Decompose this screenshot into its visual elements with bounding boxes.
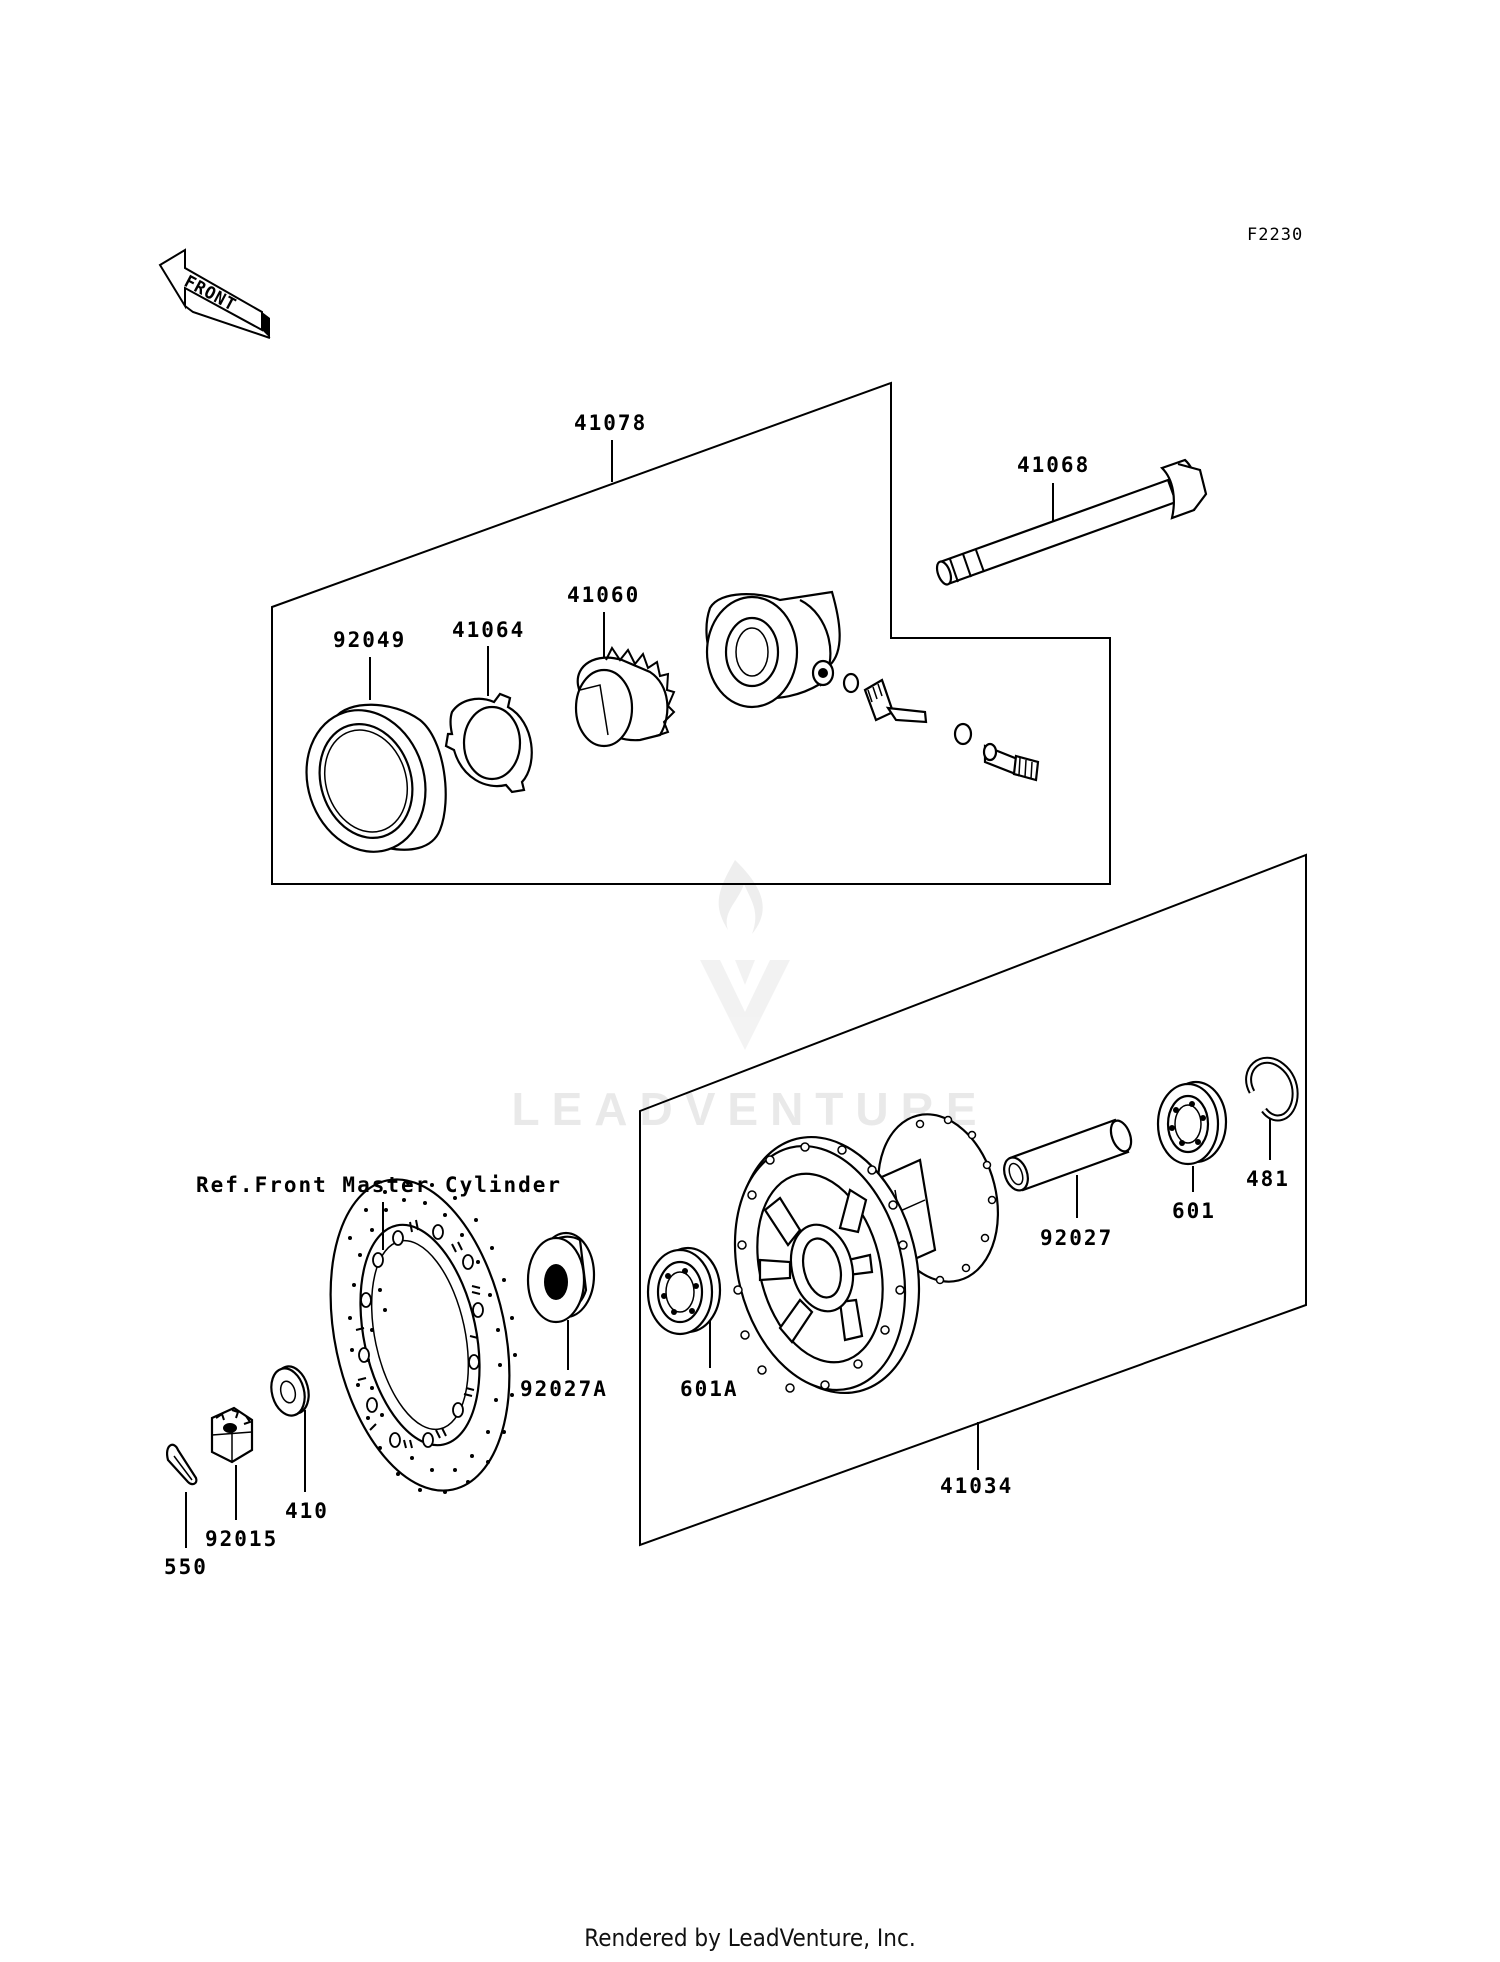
watermark: LEADVENTURE [511, 860, 977, 1135]
part-92049-seal [305, 703, 447, 853]
part-41064-plate [444, 692, 533, 794]
part-92027-spacer [1003, 1118, 1133, 1192]
diagram-code: F2230 [1247, 225, 1303, 245]
part-label-92049: 92049 [333, 628, 406, 652]
part-label-92027: 92027 [1040, 1226, 1113, 1250]
part-410-washer [270, 1365, 310, 1417]
part-label-41068: 41068 [1017, 453, 1090, 477]
part-41060-gear [574, 646, 676, 748]
part-label-481: 481 [1246, 1167, 1290, 1191]
part-92015-nut [210, 1406, 254, 1464]
brake-disc [329, 1178, 517, 1494]
part-481-circlip [1245, 1056, 1299, 1122]
part-label-601: 601 [1172, 1199, 1216, 1223]
part-label-41034: 41034 [940, 1474, 1013, 1498]
footer-credit: Rendered by LeadVenture, Inc. [584, 1924, 915, 1952]
assembly-41034-outline [639, 853, 1307, 1547]
part-550-cotter-pin [166, 1443, 198, 1486]
part-label-92027A: 92027A [520, 1377, 608, 1401]
part-92027A-collar [526, 1231, 596, 1324]
part-label-601A: 601A [680, 1377, 739, 1401]
part-601A-bearing [646, 1246, 722, 1336]
part-41068-axle [935, 458, 1208, 586]
part-label-41064: 41064 [452, 618, 525, 642]
part-label-41060: 41060 [567, 583, 640, 607]
front-arrow-icon: FRONT [158, 248, 271, 339]
part-label-550: 550 [164, 1555, 208, 1579]
part-gear-housing [705, 590, 1040, 782]
part-41034-hub [733, 1113, 1000, 1395]
assembly-41078-outline [271, 381, 1111, 885]
leadventure-logo-icon [700, 860, 790, 1050]
part-label-41078: 41078 [574, 411, 647, 435]
part-label-92015: 92015 [205, 1527, 278, 1551]
reference-label: Ref.Front Master Cylinder [196, 1173, 562, 1197]
part-601-bearing [1156, 1080, 1228, 1166]
part-label-410: 410 [285, 1499, 329, 1523]
